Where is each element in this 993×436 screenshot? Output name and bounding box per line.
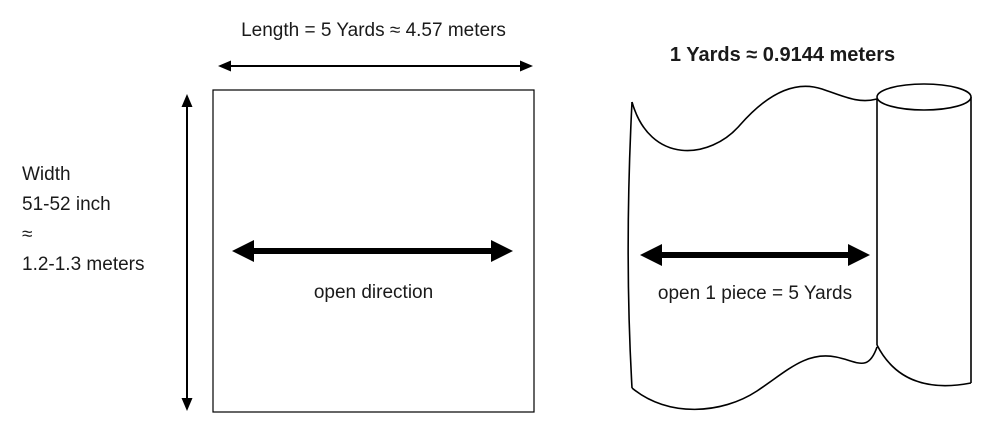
length-arrowhead-right-icon [520, 60, 533, 72]
length-label: Length = 5 Yards ≈ 4.57 meters [241, 20, 506, 41]
width-arrowhead-bottom-icon [181, 398, 193, 411]
open-direction-arrow [232, 240, 513, 262]
roll-sheet-top-edge [631, 85, 878, 152]
width-dimension-arrow [181, 94, 193, 411]
open-direction-label: open direction [313, 282, 434, 303]
length-arrowhead-left-icon [218, 60, 231, 72]
roll-open-label: open 1 piece = 5 Yards [657, 283, 853, 304]
roll-yard-label: 1 Yards ≈ 0.9144 meters [669, 44, 896, 66]
width-arrowhead-top-icon [181, 94, 193, 107]
open-direction-arrowhead-left-icon [232, 240, 254, 262]
roll-cylinder-bottom-arc [876, 344, 972, 387]
roll-sheet-left-edge [627, 101, 633, 389]
roll-sheet-bottom-edge [631, 346, 878, 411]
roll-open-arrowhead-right-icon [848, 244, 870, 266]
length-dimension-arrow [218, 60, 533, 72]
width-label: Width 51-52 inch ≈ 1.2-1.3 meters [22, 164, 145, 275]
open-direction-arrowhead-right-icon [491, 240, 513, 262]
fabric-roll-illustration [627, 83, 972, 411]
fabric-sheet-rectangle [212, 89, 535, 413]
roll-open-arrowhead-left-icon [640, 244, 662, 266]
roll-cylinder-top-ellipse [876, 83, 972, 111]
roll-open-arrow [640, 244, 870, 266]
